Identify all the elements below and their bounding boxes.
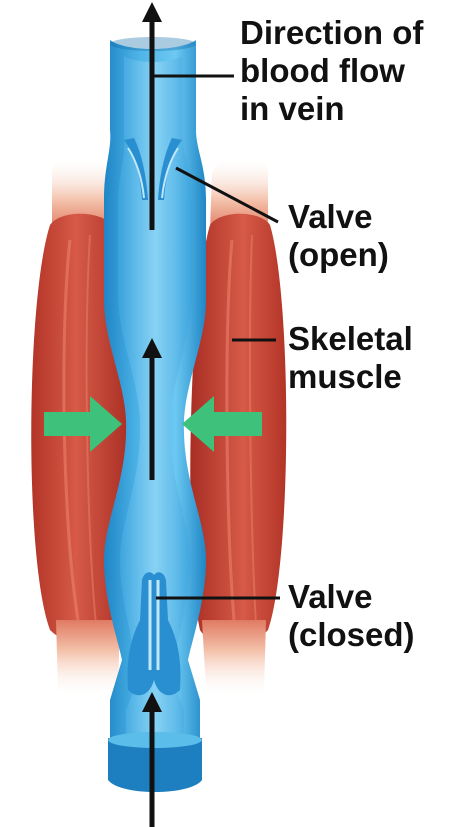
label-blood-flow-direction: Direction of blood flow in vein [240, 14, 423, 128]
label-valve-open: Valve (open) [288, 198, 389, 274]
label-valve-closed: Valve (closed) [288, 578, 415, 654]
label-skeletal-muscle: Skeletal muscle [288, 320, 413, 396]
